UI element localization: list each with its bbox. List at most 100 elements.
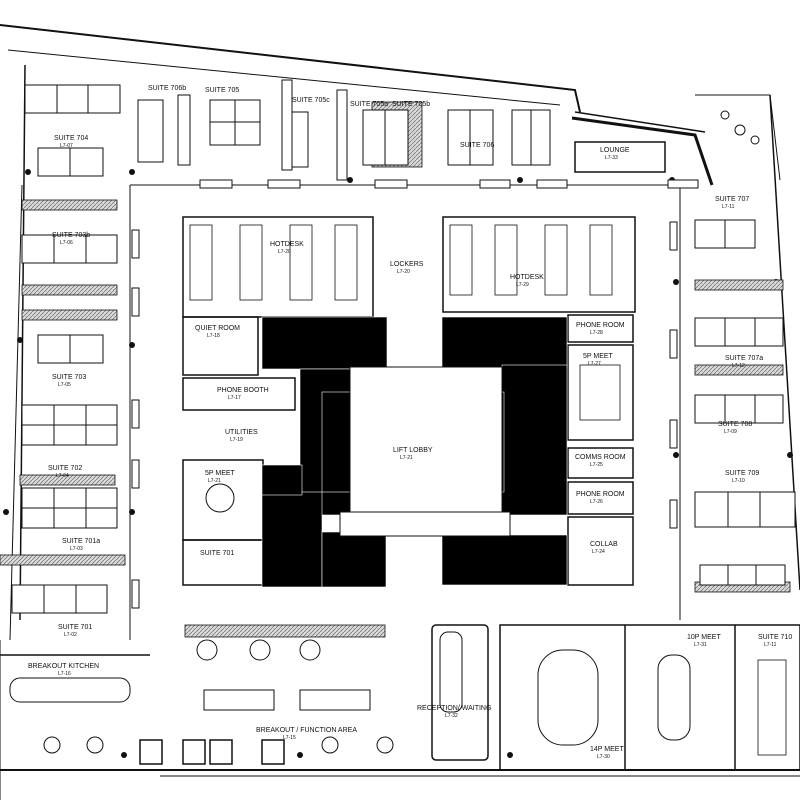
svg-text:PHONE ROOM: PHONE ROOM (576, 322, 625, 329)
svg-text:SUITE 704: SUITE 704 (54, 135, 88, 142)
svg-text:5P MEET: 5P MEET (205, 470, 236, 477)
svg-text:SUITE 708: SUITE 708 (718, 421, 752, 428)
svg-text:10P MEET: 10P MEET (687, 634, 721, 641)
interior-walls (139, 141, 800, 771)
svg-text:L7-28: L7-28 (590, 330, 603, 336)
svg-text:SUITE 701: SUITE 701 (200, 550, 234, 557)
svg-text:L7-06: L7-06 (60, 240, 73, 246)
svg-text:L7-05: L7-05 (58, 382, 71, 388)
svg-text:L7-27: L7-27 (588, 361, 601, 367)
svg-text:SUITE 705: SUITE 705 (205, 87, 239, 94)
svg-text:PHONE ROOM: PHONE ROOM (576, 491, 625, 498)
svg-text:SUITE 707: SUITE 707 (715, 196, 749, 203)
svg-text:L7-17: L7-17 (228, 395, 241, 401)
svg-text:HOTDESK: HOTDESK (510, 274, 544, 281)
svg-text:L7-20: L7-20 (278, 249, 291, 255)
svg-text:5P MEET: 5P MEET (583, 353, 614, 360)
svg-text:SUITE 702: SUITE 702 (48, 465, 82, 472)
workstations (11, 79, 796, 711)
svg-text:SUITE 705b: SUITE 705b (392, 101, 430, 108)
svg-text:SUITE 710: SUITE 710 (758, 634, 792, 641)
svg-text:PHONE BOOTH: PHONE BOOTH (217, 387, 269, 394)
svg-text:SUITE 709: SUITE 709 (725, 470, 759, 477)
svg-text:SUITE 706b: SUITE 706b (148, 85, 186, 92)
svg-text:L7-32: L7-32 (445, 713, 458, 719)
svg-text:SUITE 707a: SUITE 707a (725, 355, 763, 362)
svg-text:RECEPTION/ WAITING: RECEPTION/ WAITING (417, 705, 491, 712)
svg-text:COMMS ROOM: COMMS ROOM (575, 454, 626, 461)
svg-text:L7-21: L7-21 (208, 478, 221, 484)
svg-text:SUITE 703b: SUITE 703b (52, 232, 90, 239)
svg-text:14P MEET: 14P MEET (590, 746, 624, 753)
svg-text:UTILITIES: UTILITIES (225, 429, 258, 436)
svg-text:LIFT LOBBY: LIFT LOBBY (393, 447, 433, 454)
room-label-suite-705: SUITE 705 (205, 87, 239, 94)
svg-text:L7-04: L7-04 (56, 473, 69, 479)
svg-text:L7-16: L7-16 (58, 671, 71, 677)
svg-text:BREAKOUT / FUNCTION AREA: BREAKOUT / FUNCTION AREA (256, 727, 357, 734)
svg-text:BREAKOUT KITCHEN: BREAKOUT KITCHEN (28, 663, 99, 670)
svg-text:L7-20: L7-20 (397, 269, 410, 275)
svg-text:SUITE 701a: SUITE 701a (62, 538, 100, 545)
svg-text:LOUNGE: LOUNGE (600, 147, 630, 154)
svg-text:SUITE 703: SUITE 703 (52, 374, 86, 381)
hotdesk-desks (189, 224, 787, 756)
room-label-suite-705a: SUITE 705a (350, 101, 388, 108)
svg-text:L7-26: L7-26 (590, 499, 603, 505)
svg-text:L7-29: L7-29 (516, 282, 529, 288)
svg-text:L7-12: L7-12 (732, 363, 745, 369)
svg-text:SUITE 705c: SUITE 705c (292, 97, 330, 104)
room-label-suite-701-int: SUITE 701 (200, 550, 234, 557)
svg-text:L7-21: L7-21 (400, 455, 413, 461)
svg-text:L7-31: L7-31 (694, 642, 707, 648)
room-labels: SUITE 706b SUITE 705 SUITE 705c SUITE 70… (28, 85, 792, 760)
svg-text:L7-07: L7-07 (60, 143, 73, 149)
svg-text:L7-03: L7-03 (70, 546, 83, 552)
svg-text:L7-24: L7-24 (592, 549, 605, 555)
room-label-suite-705c: SUITE 705c (292, 97, 330, 104)
meeting-tables (43, 110, 760, 754)
svg-text:L7-19: L7-19 (230, 437, 243, 443)
svg-text:L7-30: L7-30 (597, 754, 610, 760)
svg-text:SUITE 706: SUITE 706 (460, 142, 494, 149)
svg-text:L7-11: L7-11 (722, 204, 735, 210)
svg-text:LOCKERS: LOCKERS (390, 261, 424, 268)
svg-text:L7-02: L7-02 (64, 632, 77, 638)
wall-segments (9, 179, 699, 703)
svg-text:L7-11: L7-11 (764, 642, 777, 648)
room-label-suite-706: SUITE 706 (460, 142, 494, 149)
svg-text:L7-15: L7-15 (283, 735, 296, 741)
lift-lobby-floor (349, 366, 503, 536)
room-label-suite-706b: SUITE 706b (148, 85, 186, 92)
svg-text:L7-18: L7-18 (207, 333, 220, 339)
svg-text:L7-09: L7-09 (724, 429, 737, 435)
svg-text:L7-33: L7-33 (605, 155, 618, 161)
